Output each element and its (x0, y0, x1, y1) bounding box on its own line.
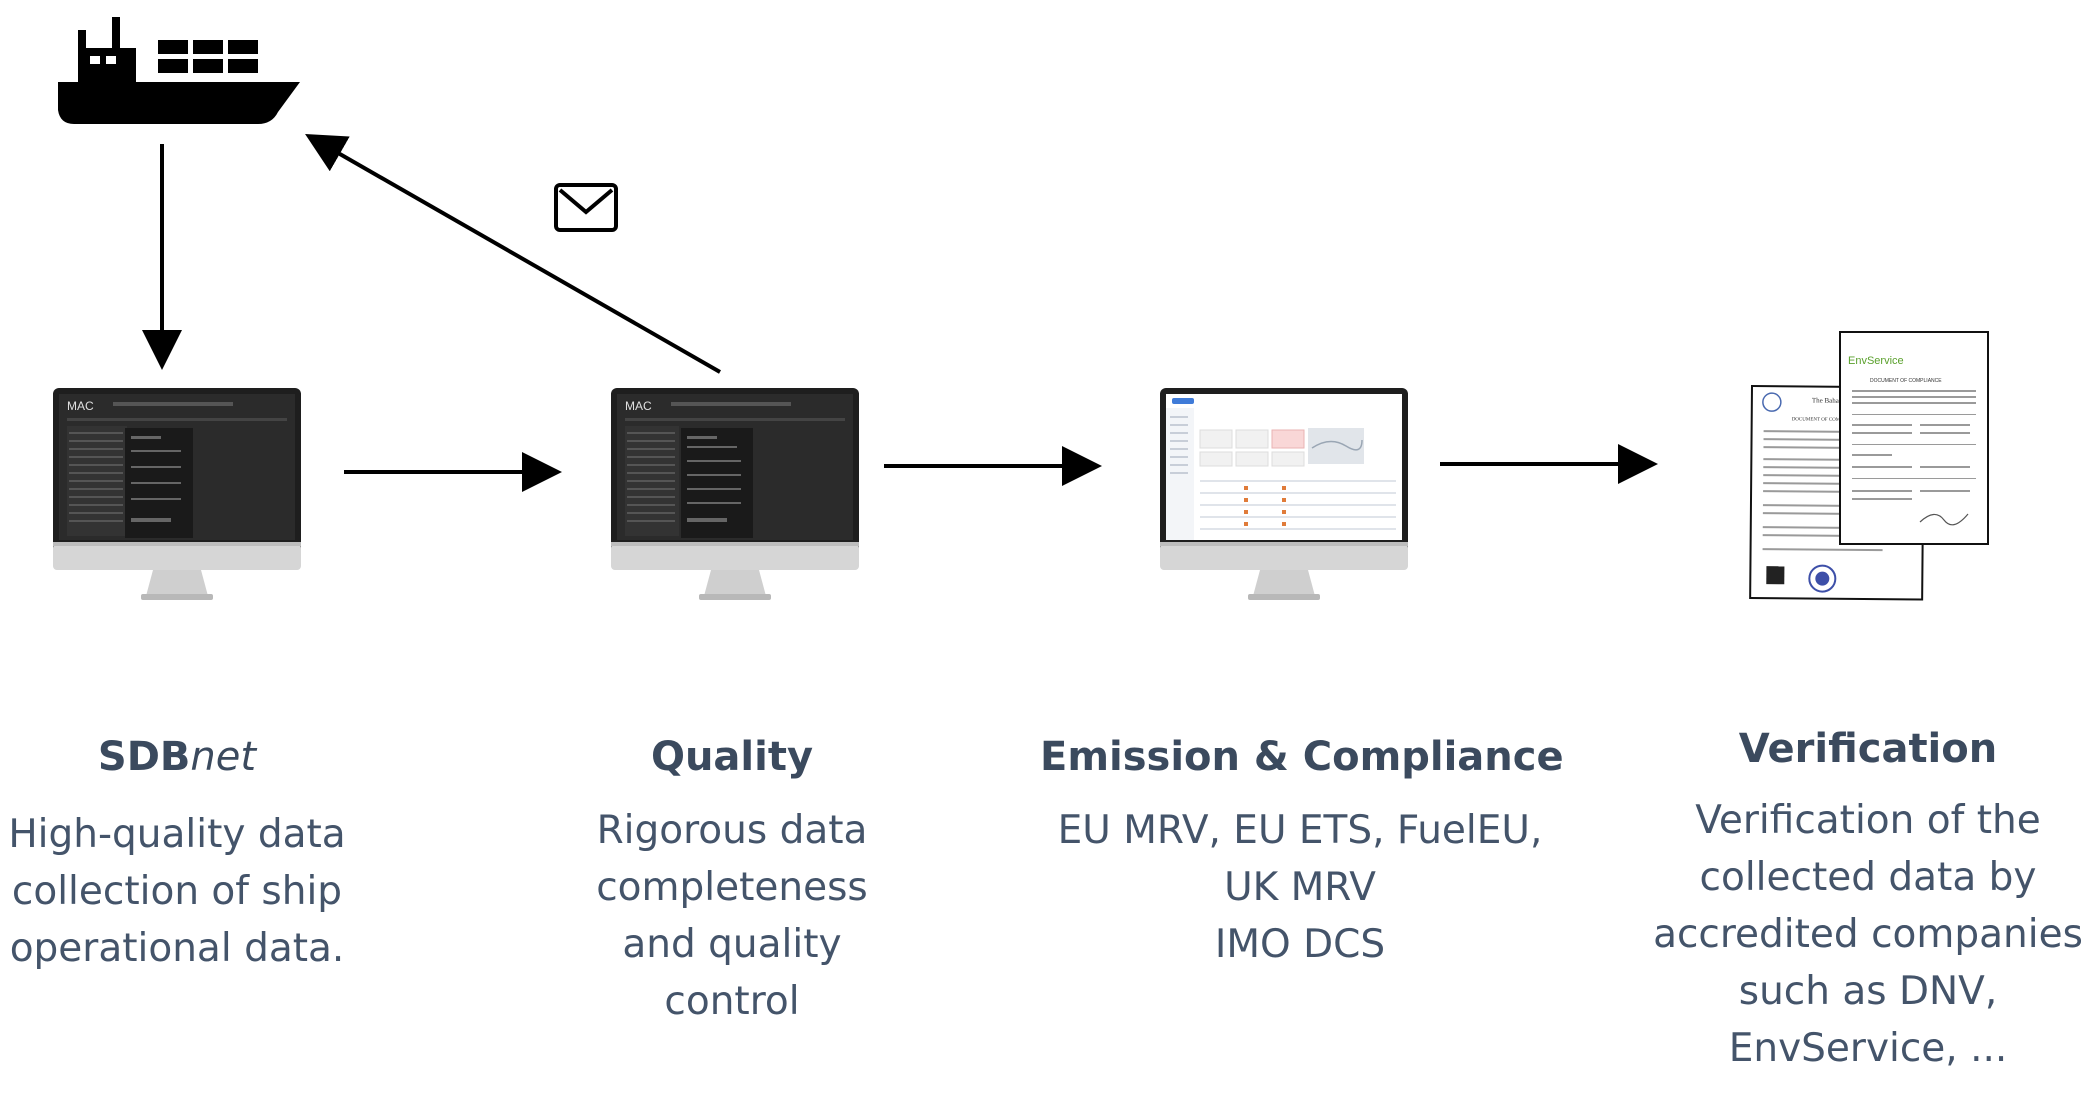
monitor-icon (1160, 388, 1408, 600)
stage-description: EU MRV, EU ETS, FuelEU, UK MRV IMO DCS (1040, 802, 1560, 973)
stage-verification: Verification Verification of the collect… (1640, 726, 2096, 1077)
description-line: accredited companies (1653, 912, 2083, 957)
description-line: UK MRV (1224, 865, 1376, 910)
description-line: such as DNV, (1738, 969, 1998, 1014)
description-line: IMO DCS (1214, 922, 1386, 967)
stage-title-italic: net (190, 734, 257, 780)
monitor-icon: MAC (53, 388, 301, 600)
stage-title: Quality (650, 734, 814, 780)
description-line: Rigorous data (596, 808, 868, 853)
description-line: EnvService, ... (1728, 1026, 2008, 1071)
stage-title: SDBnet (0, 734, 354, 780)
stage-emission-compliance: Emission & Compliance EU MRV, EU ETS, Fu… (1040, 734, 1564, 973)
monitor-icon: MAC (611, 388, 859, 600)
stage-title: Emission & Compliance (1040, 734, 1564, 780)
app-logo: MAC (625, 399, 652, 413)
certificate-front-heading: DOCUMENT OF COMPLIANCE (1870, 378, 1942, 384)
stage-description: High-quality data collection of ship ope… (0, 806, 354, 977)
description-line: High-quality data (8, 812, 346, 857)
certificate-back-heading: The Bahamas (1812, 397, 1851, 405)
description-line: control (664, 979, 800, 1024)
app-logo: MAC (67, 399, 94, 413)
description-line: Verification of the (1695, 798, 2041, 843)
description-line: operational data. (9, 926, 345, 971)
certificate-documents-icon: The Bahamas DOCUMENT OF COMPLIANCE EnvSe… (1749, 331, 1989, 601)
stage-description: Verification of the collected data by ac… (1640, 792, 2096, 1077)
description-line: and quality (622, 922, 842, 967)
arrow-quality-to-ship (305, 134, 721, 374)
description-line: completeness (596, 865, 868, 910)
description-line: EU MRV, EU ETS, FuelEU, (1057, 808, 1543, 853)
stage-description: Rigorous data completeness and quality c… (582, 802, 882, 1030)
stage-title-bold: SDB (97, 734, 191, 780)
certificate-front: EnvService DOCUMENT OF COMPLIANCE (1839, 331, 1989, 545)
stage-title: Verification (1738, 726, 1998, 772)
envservice-logo: EnvService (1848, 355, 1904, 367)
stage-quality: Quality Rigorous data completeness and q… (582, 734, 882, 1030)
description-line: collection of ship (11, 869, 343, 914)
stage-sdbnet: SDBnet High-quality data collection of s… (0, 734, 354, 977)
ship-icon (58, 17, 300, 124)
envelope-icon (554, 183, 618, 232)
certificate-back-subheading: DOCUMENT OF COMPLIANCE (1792, 417, 1862, 423)
description-line: collected data by (1699, 855, 2037, 900)
